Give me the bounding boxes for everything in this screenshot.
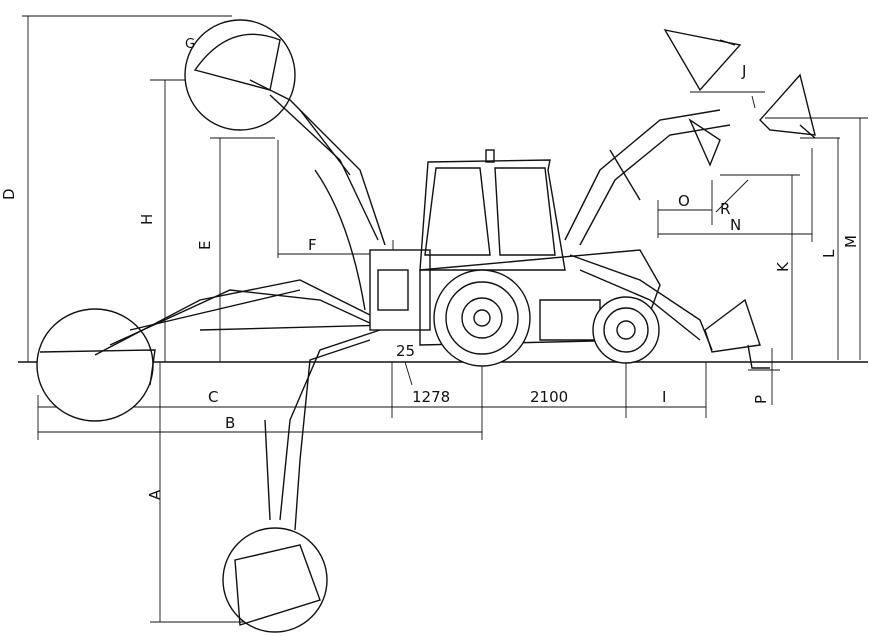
label-p: P bbox=[752, 395, 770, 404]
loader-arm-lowered bbox=[569, 254, 770, 369]
dimension-p: P bbox=[748, 348, 780, 405]
angle-r: R bbox=[715, 179, 749, 218]
boom-lower-line bbox=[199, 324, 391, 331]
loader-bucket-dump bbox=[663, 29, 742, 92]
dimension-b: B bbox=[38, 362, 483, 440]
dimension-2100: 2100 bbox=[482, 362, 627, 418]
label-a: A bbox=[146, 489, 164, 500]
boom-curve bbox=[314, 169, 366, 311]
label-e: E bbox=[196, 241, 214, 250]
label-j: J bbox=[741, 62, 746, 80]
label-h: H bbox=[138, 214, 156, 225]
label-f: F bbox=[308, 236, 317, 254]
loader-bucket-raised bbox=[759, 73, 816, 139]
dimension-i: I bbox=[626, 362, 707, 418]
backhoe-arm-extended bbox=[36, 279, 386, 422]
dimension-d: D bbox=[0, 15, 232, 362]
dimension-m: M bbox=[765, 117, 868, 360]
label-l: L bbox=[820, 249, 838, 258]
label-n: N bbox=[730, 216, 741, 234]
dimension-j: J bbox=[690, 62, 765, 109]
label-g: G bbox=[185, 37, 195, 52]
dimension-a: A bbox=[146, 362, 245, 623]
label-m: M bbox=[842, 235, 860, 248]
label-2100: 2100 bbox=[530, 388, 568, 406]
dimension-k: K bbox=[720, 174, 800, 360]
label-i: I bbox=[662, 388, 666, 406]
backhoe-bucket-raised: G bbox=[184, 19, 386, 246]
dimension-1278: 1278 bbox=[392, 388, 482, 408]
label-b: B bbox=[225, 414, 235, 432]
backhoe-arm-lowered bbox=[222, 329, 381, 633]
angle-25: 25 bbox=[396, 342, 415, 386]
label-d: D bbox=[0, 188, 18, 200]
label-1278: 1278 bbox=[412, 388, 450, 406]
dimension-e: E bbox=[196, 137, 275, 362]
rear-wheel bbox=[433, 269, 531, 367]
label-k: K bbox=[774, 261, 792, 272]
dimension-n: N bbox=[658, 148, 813, 242]
tractor-body bbox=[369, 149, 661, 346]
label-c: C bbox=[208, 388, 218, 406]
dimension-o: O bbox=[657, 180, 713, 238]
label-o: O bbox=[678, 192, 690, 210]
front-wheel bbox=[592, 296, 660, 364]
label-r: R bbox=[720, 200, 730, 218]
label-25: 25 bbox=[396, 342, 415, 360]
dimension-l: L bbox=[800, 137, 840, 360]
loader-arm-raised bbox=[564, 109, 731, 246]
dimension-h: H bbox=[138, 79, 220, 362]
